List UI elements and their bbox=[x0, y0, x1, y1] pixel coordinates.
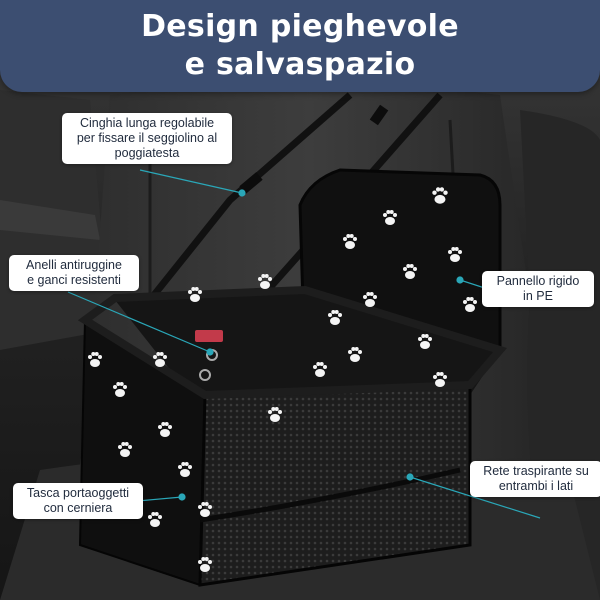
callout-text-line: in PE bbox=[523, 289, 553, 303]
callout-text-line: Cinghia lunga regolabile bbox=[79, 116, 215, 130]
callout-text-line: poggiatesta bbox=[114, 146, 180, 160]
title-banner: Design pieghevole e salvaspazio bbox=[0, 0, 600, 92]
callout-text-line: per fissare il seggiolino al bbox=[76, 131, 218, 145]
rings-leader-line bbox=[67, 291, 211, 353]
callout-storage-pocket: Tasca portaoggetti con cerniera bbox=[13, 483, 143, 519]
callout-text-line: Anelli antiruggine bbox=[26, 258, 122, 272]
callout-breathable-mesh: Rete traspirante su entrambi i lati bbox=[470, 461, 600, 497]
callout-rigid-panel: Pannello rigido in PE bbox=[482, 271, 594, 307]
mesh-leader-line bbox=[409, 476, 541, 519]
banner-title-line-2: e salvaspazio bbox=[184, 47, 416, 82]
callout-text-line: Tasca portaoggetti bbox=[26, 486, 130, 500]
callout-text-line: e ganci resistenti bbox=[27, 273, 121, 287]
strap-leader-line bbox=[139, 169, 243, 194]
callout-rings-hooks: Anelli antiruggine e ganci resistenti bbox=[9, 255, 139, 291]
carrier-interior bbox=[115, 290, 500, 395]
callout-text-line: Rete traspirante su bbox=[483, 464, 589, 478]
callout-text-line: entrambi i lati bbox=[498, 479, 574, 493]
callout-adjustable-strap: Cinghia lunga regolabile per fissare il … bbox=[62, 113, 232, 164]
banner-title: Design pieghevole e salvaspazio bbox=[0, 0, 600, 84]
headrest-strap bbox=[147, 92, 353, 303]
callout-text-line: con cerniera bbox=[43, 501, 113, 515]
banner-title-line-1: Design pieghevole bbox=[141, 9, 459, 44]
callout-text-line: Pannello rigido bbox=[496, 274, 580, 288]
